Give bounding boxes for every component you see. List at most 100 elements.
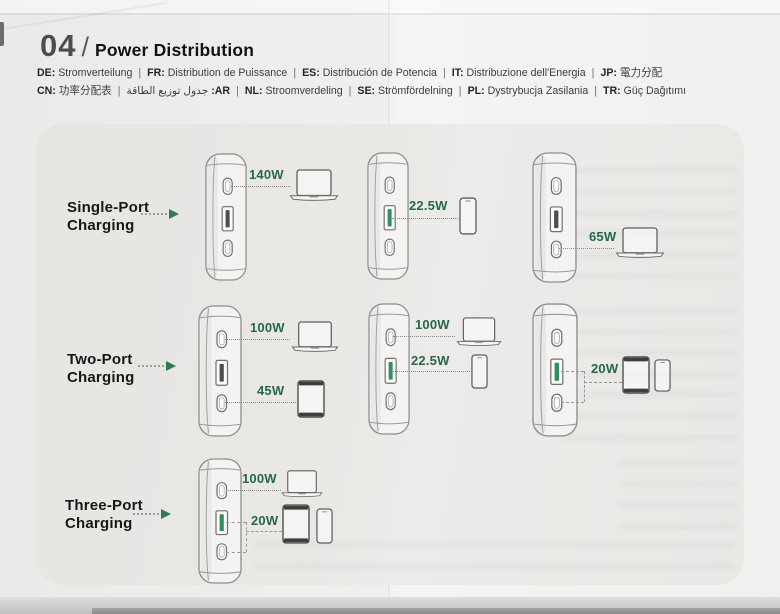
- laptop-icon: [281, 470, 323, 498]
- phone-icon: [459, 197, 477, 235]
- lang-text: Distribución de Potencia: [322, 67, 437, 79]
- paper-showthrough-text: [255, 542, 735, 580]
- wattage-label: 65W: [589, 229, 617, 244]
- lang-text-arabic: جدول توزيع الطاقة: [126, 85, 209, 97]
- connector-line: [584, 382, 622, 383]
- arrow-dotted-line: [138, 365, 164, 367]
- bracket-line: [584, 371, 585, 402]
- lang-code: SE:: [357, 85, 376, 97]
- lang-code: DE:: [37, 67, 56, 79]
- translations-line-1: DE: Stromverteilung | FR: Distribution de …: [37, 65, 662, 80]
- bracket-line: [226, 552, 246, 553]
- connector-line: [231, 186, 291, 187]
- wattage-label: 20W: [251, 513, 279, 528]
- paper-showthrough-text: [620, 460, 738, 538]
- lang-code: :AR: [211, 85, 231, 97]
- separator: |: [591, 67, 595, 79]
- connector-line: [392, 218, 458, 219]
- bracket-line: [246, 522, 247, 552]
- connector-line: [225, 402, 296, 403]
- row-arrow: [133, 509, 171, 519]
- row-label-line2: Charging: [67, 368, 135, 386]
- arrow-dotted-line: [133, 513, 159, 515]
- separator: |: [293, 67, 297, 79]
- section-slash: /: [81, 32, 89, 62]
- lang-text: Strömfördelning: [378, 85, 453, 97]
- powerbank-icon: [368, 303, 410, 435]
- wattage-label: 22.5W: [409, 198, 448, 213]
- separator: |: [117, 85, 121, 97]
- laptop-icon: [615, 227, 665, 259]
- bracket-line: [226, 522, 246, 523]
- laptop-icon: [289, 169, 339, 202]
- connector-line: [393, 371, 470, 372]
- tablet-icon: [282, 504, 310, 544]
- lang-code: JP:: [600, 67, 617, 79]
- laptop-icon: [456, 317, 502, 347]
- powerbank-icon: [205, 153, 247, 281]
- lang-text: Stroomverdeling: [265, 85, 343, 97]
- row-label-line1: Three-Port: [65, 497, 143, 514]
- powerbank-icon: [198, 305, 242, 437]
- row-label-line2: Charging: [67, 216, 135, 234]
- lang-code: IT:: [451, 67, 464, 79]
- separator: |: [458, 85, 462, 97]
- page-header: 04 / Power Distribution: [40, 28, 254, 64]
- bracket-line: [561, 402, 584, 403]
- lang-text: Distribuzione dell'Energia: [466, 67, 586, 79]
- connector-line: [226, 490, 281, 491]
- section-number: 04: [40, 28, 77, 63]
- laptop-icon: [291, 321, 339, 353]
- row-arrow: [141, 209, 179, 219]
- separator: |: [138, 67, 142, 79]
- lang-text: Distribution de Puissance: [167, 67, 288, 79]
- wattage-label: 45W: [257, 383, 285, 398]
- phone-icon: [316, 508, 333, 544]
- separator: |: [594, 85, 598, 97]
- translations-line-2: CN: 功率分配表 | جدول توزيع الطاقة :AR | NL: Stro…: [37, 83, 686, 98]
- row-label-line1: Single-Port: [67, 199, 150, 216]
- lang-text: 電力分配: [619, 67, 663, 79]
- row-label-line1: Two-Port: [67, 351, 133, 368]
- bracket-line: [561, 371, 584, 372]
- lang-code: NL:: [244, 85, 263, 97]
- powerbank-icon: [198, 458, 242, 584]
- row-label-two-port: Two-Port Charging: [67, 351, 134, 386]
- page-title: Power Distribution: [95, 40, 255, 60]
- row-label-single-port: Single-Port Charging: [67, 199, 149, 234]
- wattage-label: 140W: [249, 167, 284, 182]
- tablet-icon: [297, 380, 325, 418]
- separator: |: [442, 67, 446, 79]
- arrow-head-icon: [169, 209, 179, 219]
- connector-line: [559, 248, 614, 249]
- lang-code: PL:: [467, 85, 485, 97]
- wattage-label: 100W: [242, 471, 277, 486]
- powerbank-icon: [532, 303, 578, 437]
- lang-code: ES:: [302, 67, 320, 79]
- paper-edge-mark: [0, 22, 4, 46]
- row-label-line2: Charging: [65, 514, 133, 532]
- lang-text: Stromverteilung: [58, 67, 133, 79]
- lang-text: 功率分配表: [58, 85, 112, 97]
- wattage-label: 100W: [415, 317, 450, 332]
- lang-code: CN:: [37, 85, 56, 97]
- connector-line: [393, 336, 455, 337]
- lang-text: Güç Dağıtımı: [623, 85, 687, 97]
- arrow-head-icon: [166, 361, 176, 371]
- lang-code: FR:: [147, 67, 165, 79]
- lang-code: TR:: [603, 85, 621, 97]
- powerbank-icon: [532, 152, 577, 283]
- separator: |: [236, 85, 239, 97]
- paper-bottom-edge: [92, 608, 780, 614]
- lang-text: Dystrybucja Zasilania: [487, 85, 589, 97]
- arrow-head-icon: [161, 509, 171, 519]
- wattage-label: 100W: [250, 320, 285, 335]
- phone-icon: [654, 359, 671, 392]
- row-arrow: [138, 361, 176, 371]
- wattage-label: 22.5W: [411, 353, 450, 368]
- connector-line: [225, 339, 290, 340]
- connector-line: [246, 531, 282, 532]
- wattage-label: 20W: [591, 361, 619, 376]
- powerbank-icon: [367, 152, 409, 280]
